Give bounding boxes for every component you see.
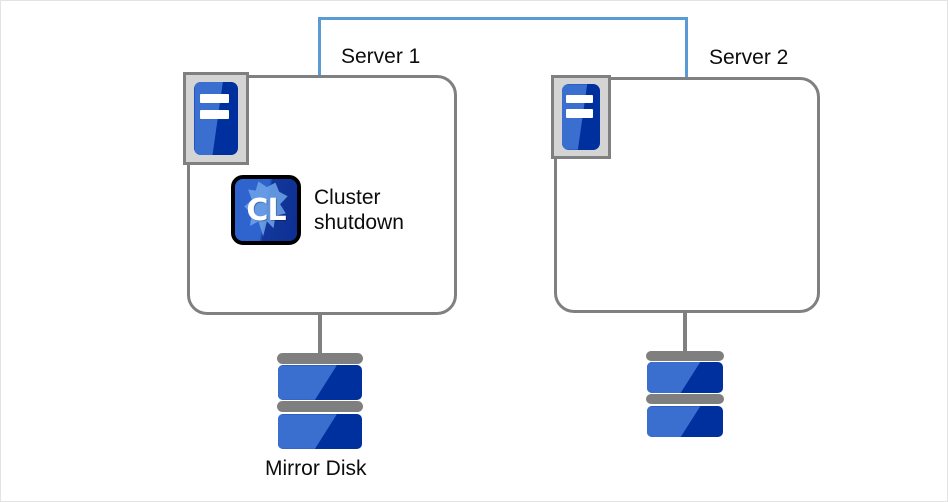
disk-platter-top (646, 362, 724, 394)
mirror-disk-label: Mirror Disk (265, 457, 367, 480)
server2-label: Server 2 (709, 46, 789, 69)
machine-slot-bar-top (199, 93, 229, 104)
server2-box (554, 77, 820, 313)
machine-slot-bar-bottom (199, 109, 229, 120)
disk-cap-middle (277, 400, 363, 413)
server1-label: Server 1 (341, 45, 421, 68)
network-link-top (318, 17, 688, 20)
machine-body (561, 84, 601, 150)
server1-machine-icon (183, 72, 249, 165)
cluster-shutdown-icon: CL (231, 175, 301, 245)
server1-disk-connector (318, 313, 322, 356)
network-link-left (318, 17, 321, 77)
machine-slot-bar-top (566, 94, 593, 104)
disk-cap-top (277, 353, 363, 365)
disk-platter-bottom (277, 414, 363, 449)
machine-slot-bar-bottom (566, 109, 593, 118)
server2-machine-icon (551, 75, 611, 159)
cluster-icon-glyph: CL (246, 192, 286, 228)
machine-body (194, 81, 238, 156)
disk-cap-middle (646, 394, 724, 405)
disk-platter-bottom (646, 406, 724, 438)
cluster-shutdown-label: Cluster shutdown (314, 186, 404, 234)
mirror-disk-1 (277, 353, 363, 455)
disk-platter-top (277, 365, 363, 400)
network-link-right (685, 17, 688, 77)
server2-disk-connector (683, 311, 687, 353)
mirror-disk-2 (646, 351, 724, 443)
disk-cap-top (646, 351, 724, 362)
